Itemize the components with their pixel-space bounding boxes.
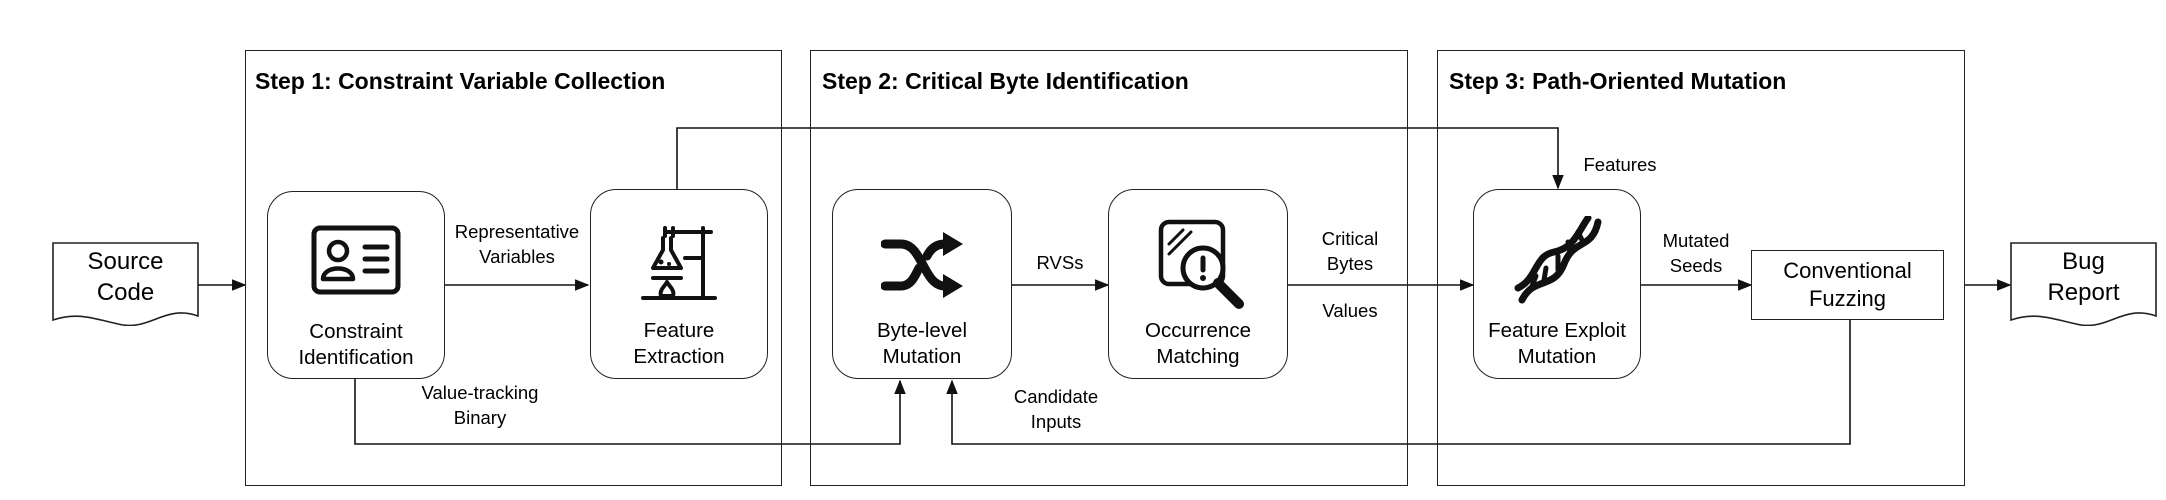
feature-extraction-label: Feature Extraction — [633, 319, 725, 368]
feature-exploit-mutation-node: Feature Exploit Mutation — [1473, 189, 1641, 379]
constraint-identification-node: Constraint Identification — [267, 191, 445, 379]
mutated-seeds-label: Mutated Seeds — [1662, 230, 1730, 276]
conventional-fuzzing-label: Conventional Fuzzing — [1783, 258, 1912, 311]
occurrence-matching-label: Occurrence Matching — [1145, 319, 1251, 368]
lab-stand-icon — [641, 226, 717, 300]
shuffle-icon — [881, 232, 963, 298]
byte-level-mutation-node: Byte-level Mutation — [832, 189, 1012, 379]
bug-report-label: Bug Report — [2047, 248, 2120, 306]
step1-title: Step 1: Constraint Variable Collection — [255, 68, 666, 94]
feature-exploit-mutation-label: Feature Exploit Mutation — [1488, 319, 1626, 368]
step1-panel — [245, 50, 782, 486]
feature-extraction-node: Feature Extraction — [590, 189, 768, 379]
conventional-fuzzing-box: Conventional Fuzzing — [1751, 250, 1944, 320]
step3-panel — [1437, 50, 1965, 486]
source-code-document-shape — [52, 242, 199, 326]
rvss-label: RVSs — [1036, 252, 1084, 273]
arrow-candidate-inputs — [946, 320, 1851, 445]
bug-report-document-shape — [2010, 242, 2157, 326]
source-code-label: Source Code — [87, 248, 164, 306]
representative-variables-label: Representative Variables — [454, 221, 580, 267]
critical-bytes-label: Critical Bytes — [1321, 228, 1379, 274]
features-label: Features — [1583, 154, 1657, 175]
byte-level-mutation-label: Byte-level Mutation — [876, 319, 967, 368]
constraint-identification-label: Constraint Identification — [298, 320, 414, 369]
arrow-value-tracking-binary — [354, 379, 906, 445]
step3-title: Step 3: Path-Oriented Mutation — [1449, 68, 1787, 94]
magnifier-alert-icon — [1158, 219, 1244, 309]
candidate-inputs-label: Candidate Inputs — [1013, 386, 1099, 432]
id-card-icon — [311, 225, 401, 295]
arrow-features — [676, 127, 1564, 190]
occurrence-matching-node: Occurrence Matching — [1108, 189, 1288, 379]
value-tracking-binary-label: Value-tracking Binary — [421, 382, 539, 428]
values-label: Values — [1322, 300, 1378, 321]
step2-title: Step 2: Critical Byte Identification — [822, 68, 1189, 94]
dna-icon — [1514, 216, 1602, 304]
step2-panel — [810, 50, 1408, 486]
